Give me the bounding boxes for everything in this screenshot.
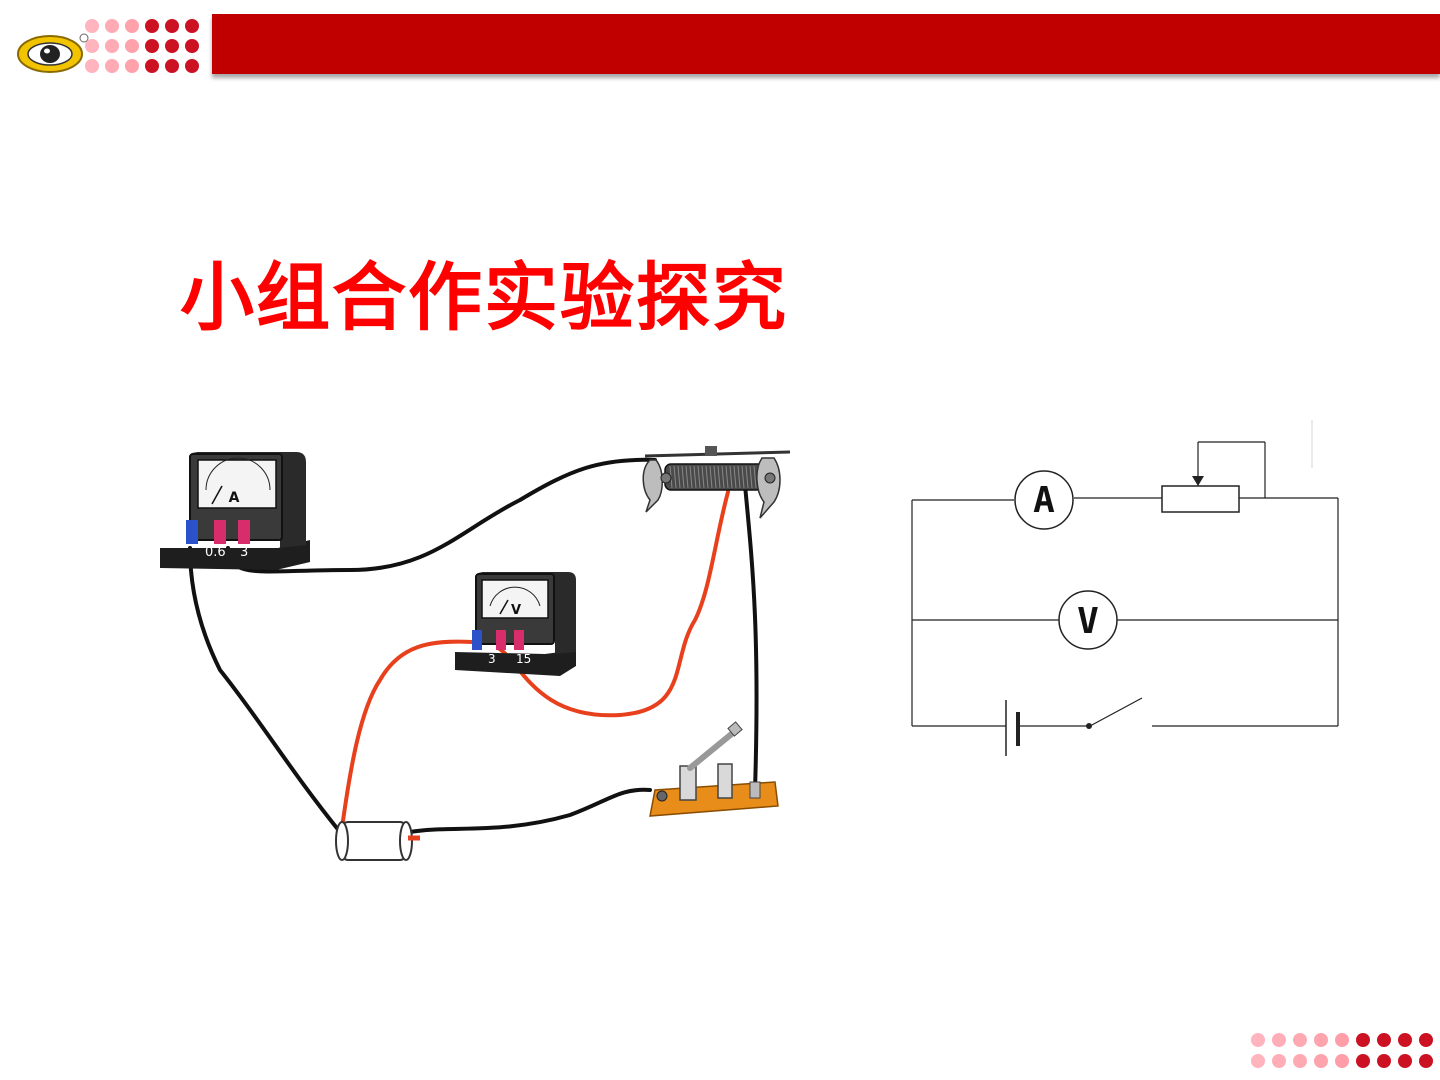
- decor-dot: [125, 19, 139, 33]
- ammeter-terminal-label: 0.6: [205, 545, 226, 560]
- decor-dot: [105, 39, 119, 53]
- decor-dot: [1356, 1054, 1370, 1068]
- knife-switch-icon: [649, 721, 779, 817]
- wire-orange: [340, 639, 474, 830]
- decor-dot: [185, 59, 199, 73]
- decor-dot: [165, 19, 179, 33]
- ammeter-icon: A 0.6 3: [160, 452, 310, 570]
- page-title: 小组合作实验探究: [180, 255, 788, 341]
- decor-dot: [1272, 1054, 1286, 1068]
- decor-dot: [1272, 1033, 1286, 1047]
- decor-dot: [105, 59, 119, 73]
- wire-black: [226, 457, 657, 574]
- coil-winding: [753, 465, 757, 489]
- switch-pivot-icon: [1086, 723, 1092, 729]
- decor-dot: [1251, 1033, 1265, 1047]
- coil-winding: [725, 465, 729, 489]
- coil-winding: [673, 465, 677, 489]
- wire-black: [743, 483, 759, 792]
- resistor-component-icon: [335, 821, 420, 861]
- schematic-voltmeter-label: V: [1077, 601, 1099, 642]
- coil-winding: [749, 465, 753, 489]
- header-bar: [212, 14, 1440, 74]
- decor-dot: [165, 39, 179, 53]
- decor-dot: [165, 59, 179, 73]
- decor-dot: [105, 19, 119, 33]
- coil-winding: [741, 465, 745, 489]
- coil-winding: [721, 465, 725, 489]
- dot-grid-icon: [85, 19, 199, 73]
- coil-winding: [685, 465, 689, 489]
- resistor-icon: [1161, 476, 1240, 513]
- coil-winding: [717, 465, 721, 489]
- decor-dot: [1419, 1033, 1433, 1047]
- decor-dot: [85, 39, 99, 53]
- decor-dot: [185, 19, 199, 33]
- coil-winding: [681, 465, 685, 489]
- decor-dot: [1356, 1033, 1370, 1047]
- coil-winding: [709, 465, 713, 489]
- voltmeter-terminal-label: 15: [516, 652, 531, 666]
- ammeter-symbol-icon: A: [1014, 470, 1074, 530]
- decor-dot: [125, 39, 139, 53]
- decor-dot: [125, 59, 139, 73]
- coil-winding: [701, 465, 705, 489]
- decor-dot: [145, 59, 159, 73]
- decor-dot: [1398, 1054, 1412, 1068]
- coil-winding: [689, 465, 693, 489]
- decor-dot: [1377, 1054, 1391, 1068]
- voltmeter-symbol-icon: V: [1058, 590, 1118, 650]
- circuit-schematic: A V: [911, 420, 1339, 756]
- wire-orange: [496, 490, 730, 718]
- decor-dot: [1293, 1054, 1307, 1068]
- voltmeter-icon: V 3 15: [455, 572, 576, 676]
- logo-icon: [17, 33, 89, 73]
- decor-dot: [1335, 1033, 1349, 1047]
- coil-winding: [733, 465, 737, 489]
- decor-dot: [85, 19, 99, 33]
- coil-winding: [697, 465, 701, 489]
- wire-black: [408, 787, 652, 834]
- dot-grid-icon: [1251, 1033, 1433, 1068]
- decor-dot: [1314, 1033, 1328, 1047]
- decor-dot: [1335, 1054, 1349, 1068]
- schematic-ammeter-label: A: [1033, 480, 1055, 521]
- decor-dot: [1251, 1054, 1265, 1068]
- coil-winding: [729, 465, 733, 489]
- ammeter-terminal-label: 3: [240, 545, 248, 560]
- ammeter-label: A: [229, 490, 240, 506]
- coil-winding: [705, 465, 709, 489]
- voltmeter-label: V: [511, 603, 521, 618]
- decor-dot: [1419, 1054, 1433, 1068]
- coil-winding: [693, 465, 697, 489]
- decor-dot: [1398, 1033, 1412, 1047]
- decor-dot: [85, 59, 99, 73]
- coil-winding: [677, 465, 681, 489]
- decor-dot: [145, 19, 159, 33]
- coil-winding: [745, 465, 749, 489]
- circuit-apparatus-illustration: A 0.6 3 V 3 15: [160, 446, 791, 861]
- decor-dot: [185, 39, 199, 53]
- decor-dot: [1377, 1033, 1391, 1047]
- decor-dot: [1293, 1033, 1307, 1047]
- wire-black: [188, 546, 342, 834]
- decor-dot: [145, 39, 159, 53]
- voltmeter-terminal-label: 3: [488, 652, 496, 666]
- decor-dot: [1314, 1054, 1328, 1068]
- coil-winding: [713, 465, 717, 489]
- rheostat-icon: [642, 446, 791, 519]
- coil-winding: [737, 465, 741, 489]
- battery-icon: [1005, 700, 1020, 756]
